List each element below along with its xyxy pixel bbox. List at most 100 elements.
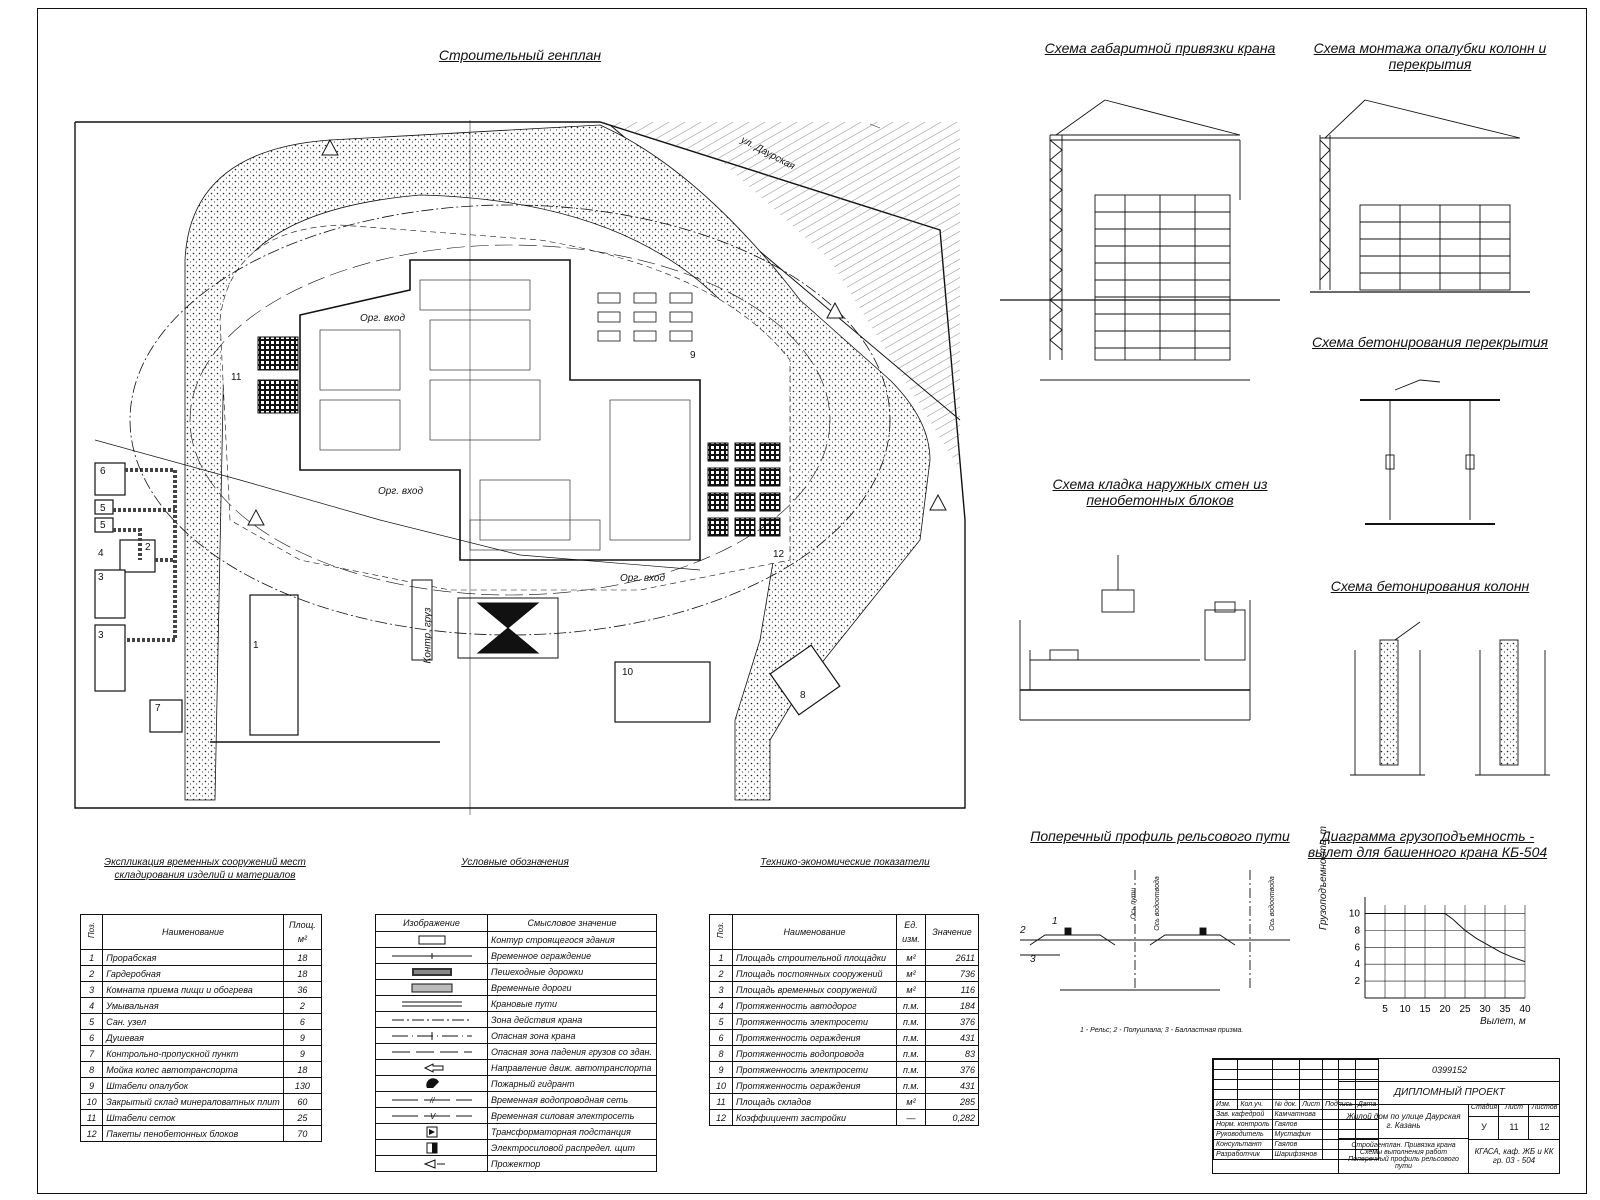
table-cell: 116	[925, 981, 979, 998]
table-cell: 36	[282, 981, 323, 998]
formwork-title: Схема монтажа опалубки колонн и перекрыт…	[1313, 40, 1547, 72]
table-cell: п.м.	[896, 1061, 926, 1078]
explication-title: Экспликация временных сооружений мест ск…	[104, 857, 306, 881]
stage-value: У	[1468, 1116, 1499, 1140]
svg-text://: //	[429, 1096, 435, 1105]
table-cell: 3	[79, 981, 104, 998]
table-cell: 9	[282, 1045, 323, 1062]
legend-row: Пожарный гидрант	[375, 1075, 657, 1092]
org-entry-label-1: Орг. вход	[360, 313, 406, 324]
chart-x-tick-label: 15	[1419, 1004, 1431, 1015]
legend-row: Пешеходные дорожки	[375, 963, 657, 980]
table-cell: Комната приема пищи и обогрева	[102, 981, 284, 998]
rail-caption: 1 - Рельс; 2 - Полушпала; 3 - Балластная…	[1080, 1027, 1244, 1034]
stamp-role: Разработчик	[1213, 1149, 1273, 1160]
legend-symbol-cell	[375, 947, 488, 964]
slab-concreting-title: Схема бетонирования перекрытия	[1311, 334, 1549, 350]
col-header: Смысловое значение	[487, 914, 657, 932]
table-cell: 10	[709, 1077, 733, 1094]
legend-meaning: Опасная зона падения грузов со здан.	[487, 1043, 657, 1060]
table-cell: Протяженность ограждения	[732, 1029, 897, 1046]
legend-meaning: Опасная зона крана	[487, 1027, 657, 1044]
sheets-header: Листов	[1528, 1104, 1560, 1117]
table-cell: 4	[79, 997, 104, 1014]
legend-row: Контур строящегося здания	[375, 931, 657, 948]
table-cell: 3	[709, 981, 733, 998]
legend-table: Изображение Смысловое значение Контур ст…	[375, 914, 657, 1172]
legend-symbol-cell	[375, 1155, 488, 1172]
col-header: Поз.	[709, 914, 733, 950]
col-header: Ед. изм.	[896, 914, 926, 950]
legend-symbol-cell	[375, 995, 488, 1012]
legend-meaning: Временные дороги	[487, 979, 657, 996]
legend-meaning: Временная водопроводная сеть	[487, 1091, 657, 1108]
col-header: Поз.	[79, 914, 104, 950]
crane-diagram-title: Диаграмма грузоподъемность - вылет для б…	[1307, 828, 1548, 860]
table-cell: Площадь временных сооружений	[732, 981, 897, 998]
legend-row: Электросиловой распредел. щит	[375, 1139, 657, 1156]
table-cell: 10	[79, 1093, 104, 1110]
water-line-icon: //	[391, 1096, 472, 1105]
pos-label: 1	[253, 640, 259, 651]
legend-row: Временное ограждение	[375, 947, 657, 964]
legend-row: Крановые пути	[375, 995, 657, 1012]
table-cell: 736	[925, 965, 979, 982]
pos-label: 3	[98, 630, 104, 641]
stage-header: Стадия	[1468, 1104, 1499, 1117]
rail-profile-drawing	[1020, 870, 1290, 991]
table-cell: Протяженность электросети	[732, 1061, 897, 1078]
table-cell: Штабели сеток	[102, 1109, 284, 1126]
table-cell: 2	[282, 997, 323, 1014]
wall-masonry-title: Схема кладка наружных стен из пенобетонн…	[1052, 476, 1268, 508]
pos-label: 9	[690, 350, 696, 361]
table-cell: 5	[79, 1013, 104, 1030]
table-cell: Протяженность водопровода	[732, 1045, 897, 1062]
organization: КГАСА, каф. ЖБ и КК гр. 03 - 504	[1468, 1139, 1559, 1173]
table-cell: Площадь складов	[732, 1093, 897, 1110]
table-cell: 6	[709, 1029, 733, 1046]
svg-text:V: V	[430, 1112, 436, 1121]
table-cell: Прорабская	[102, 949, 284, 966]
legend-symbol-cell	[375, 1011, 488, 1028]
table-cell: Умывальная	[102, 997, 284, 1014]
legend-row: Трансформаторная подстанция	[375, 1123, 657, 1140]
legend-row: Опасная зона крана	[375, 1027, 657, 1044]
table-cell: м²	[896, 965, 926, 982]
legend-meaning: Зона действия крана	[487, 1011, 657, 1028]
table-cell: 7	[79, 1045, 104, 1062]
power-line-icon: V	[391, 1112, 472, 1121]
project-type: ДИПЛОМНЫЙ ПРОЕКТ	[1338, 1081, 1560, 1105]
table-cell: 18	[282, 965, 323, 982]
legend-meaning: Пожарный гидрант	[487, 1075, 657, 1092]
table-cell: 12	[79, 1125, 104, 1142]
pos-label: 12	[773, 549, 785, 560]
rail-axis-label: Ось водоотвода	[1153, 876, 1161, 931]
table-cell: п.м.	[896, 1077, 926, 1094]
pos-label: 7	[155, 703, 161, 714]
column-concreting-title: Схема бетонирования колонн	[1330, 578, 1530, 594]
stamp-name: Шарифзянов	[1271, 1149, 1324, 1160]
chart-x-tick-label: 20	[1439, 1004, 1451, 1015]
legend-meaning: Временная силовая электросеть	[487, 1107, 657, 1124]
chart-x-tick-label: 40	[1519, 1004, 1531, 1015]
crane-rails-icon	[401, 1001, 462, 1006]
table-cell: 6	[79, 1029, 104, 1046]
traffic-arrow-icon	[423, 1062, 443, 1073]
legend-row: // Временная водопроводная сеть	[375, 1091, 657, 1108]
chart-y-tick-label: 10	[1349, 908, 1361, 919]
rail-callout-3: 3	[1030, 954, 1036, 965]
rail-profile-title: Поперечный профиль рельсового пути	[1030, 828, 1290, 844]
col-header: Площ. м²	[282, 914, 323, 950]
rail-axis-label: Ось пути	[1130, 887, 1138, 920]
chart-x-axis-label: Вылет, м	[1480, 1016, 1526, 1027]
